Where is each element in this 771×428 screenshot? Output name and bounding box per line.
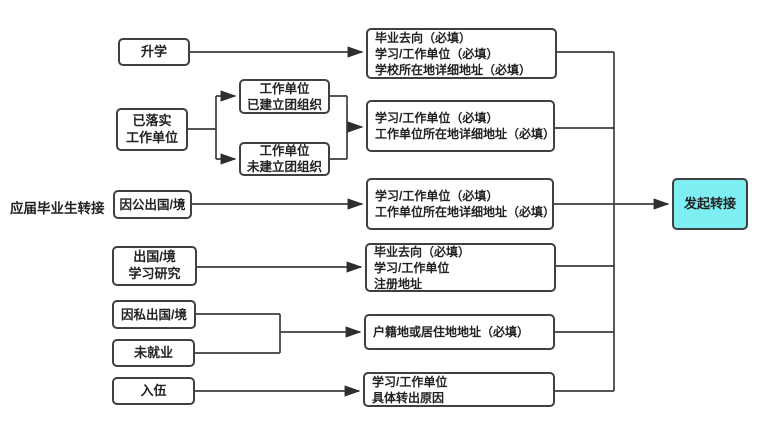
requirement-item: 学习/工作单位 xyxy=(374,260,450,275)
node-enlist: 入伍 xyxy=(112,377,195,405)
node-abroad-private: 因私出国/境 xyxy=(112,300,196,329)
requirements-residence: 户籍地或居住地地址（必填） xyxy=(364,314,555,350)
node-label: 因私出国/境 xyxy=(121,307,187,322)
node-abroad-official: 因公出国/境 xyxy=(113,190,192,219)
requirement-item: 工作单位所在地详细地址（必填） xyxy=(375,205,556,219)
node-label: 已落实 xyxy=(132,112,172,128)
node-label: 未就业 xyxy=(133,344,173,360)
node-label: 未建立团组织 xyxy=(246,160,322,174)
node-further-study: 升学 xyxy=(118,38,190,66)
node-unit-has-league-org: 工作单位 已建立团组织 xyxy=(239,79,330,114)
node-label: 学习研究 xyxy=(128,266,181,281)
node-unemployed: 未就业 xyxy=(112,339,195,367)
diagram-root-label: 应届毕业生转接 xyxy=(10,201,105,216)
requirement-item: 学习/工作单位（必填） xyxy=(375,111,499,125)
requirements-abroad-official: 学习/工作单位（必填） 工作单位所在地详细地址（必填） xyxy=(366,178,556,230)
node-label: 已建立团组织 xyxy=(246,97,322,112)
node-label: 因公出国/境 xyxy=(119,197,186,212)
node-label: 发起转接 xyxy=(683,195,736,211)
requirement-item: 毕业去向（必填） xyxy=(375,30,472,45)
node-label: 升学 xyxy=(140,43,167,59)
node-label: 工作单位 xyxy=(125,129,178,145)
node-label: 出国/境 xyxy=(133,249,176,265)
requirements-abroad-study: 毕业去向（必填） 学习/工作单位 注册地址 xyxy=(365,243,556,292)
node-label: 入伍 xyxy=(140,382,167,398)
requirements-further-study: 毕业去向（必填） 学习/工作单位（必填） 学校所在地详细地址（必填） xyxy=(366,28,557,79)
node-abroad-study-research: 出国/境 学习研究 xyxy=(112,246,197,286)
requirement-item: 毕业去向（必填） xyxy=(374,244,471,259)
requirement-item: 注册地址 xyxy=(374,276,423,291)
requirement-item: 户籍地或居住地地址（必填） xyxy=(373,325,530,339)
requirement-item: 工作单位所在地详细地址（必填） xyxy=(375,127,556,141)
requirements-employment: 学习/工作单位（必填） 工作单位所在地详细地址（必填） xyxy=(366,100,555,152)
requirement-item: 学习/工作单位（必填） xyxy=(375,46,499,61)
requirement-item: 学校所在地详细地址（必填） xyxy=(375,62,532,77)
node-employment-secured: 已落实 工作单位 xyxy=(116,108,188,151)
node-unit-no-league-org: 工作单位 未建立团组织 xyxy=(239,142,330,176)
requirement-item: 具体转出原因 xyxy=(372,390,445,405)
requirements-enlist: 学习/工作单位 具体转出原因 xyxy=(363,372,555,407)
node-initiate-transfer: 发起转接 xyxy=(672,178,748,230)
requirement-item: 学习/工作单位（必填） xyxy=(375,189,499,203)
node-label: 工作单位 xyxy=(259,144,310,158)
node-label: 工作单位 xyxy=(259,81,310,96)
requirement-item: 学习/工作单位 xyxy=(372,374,448,389)
